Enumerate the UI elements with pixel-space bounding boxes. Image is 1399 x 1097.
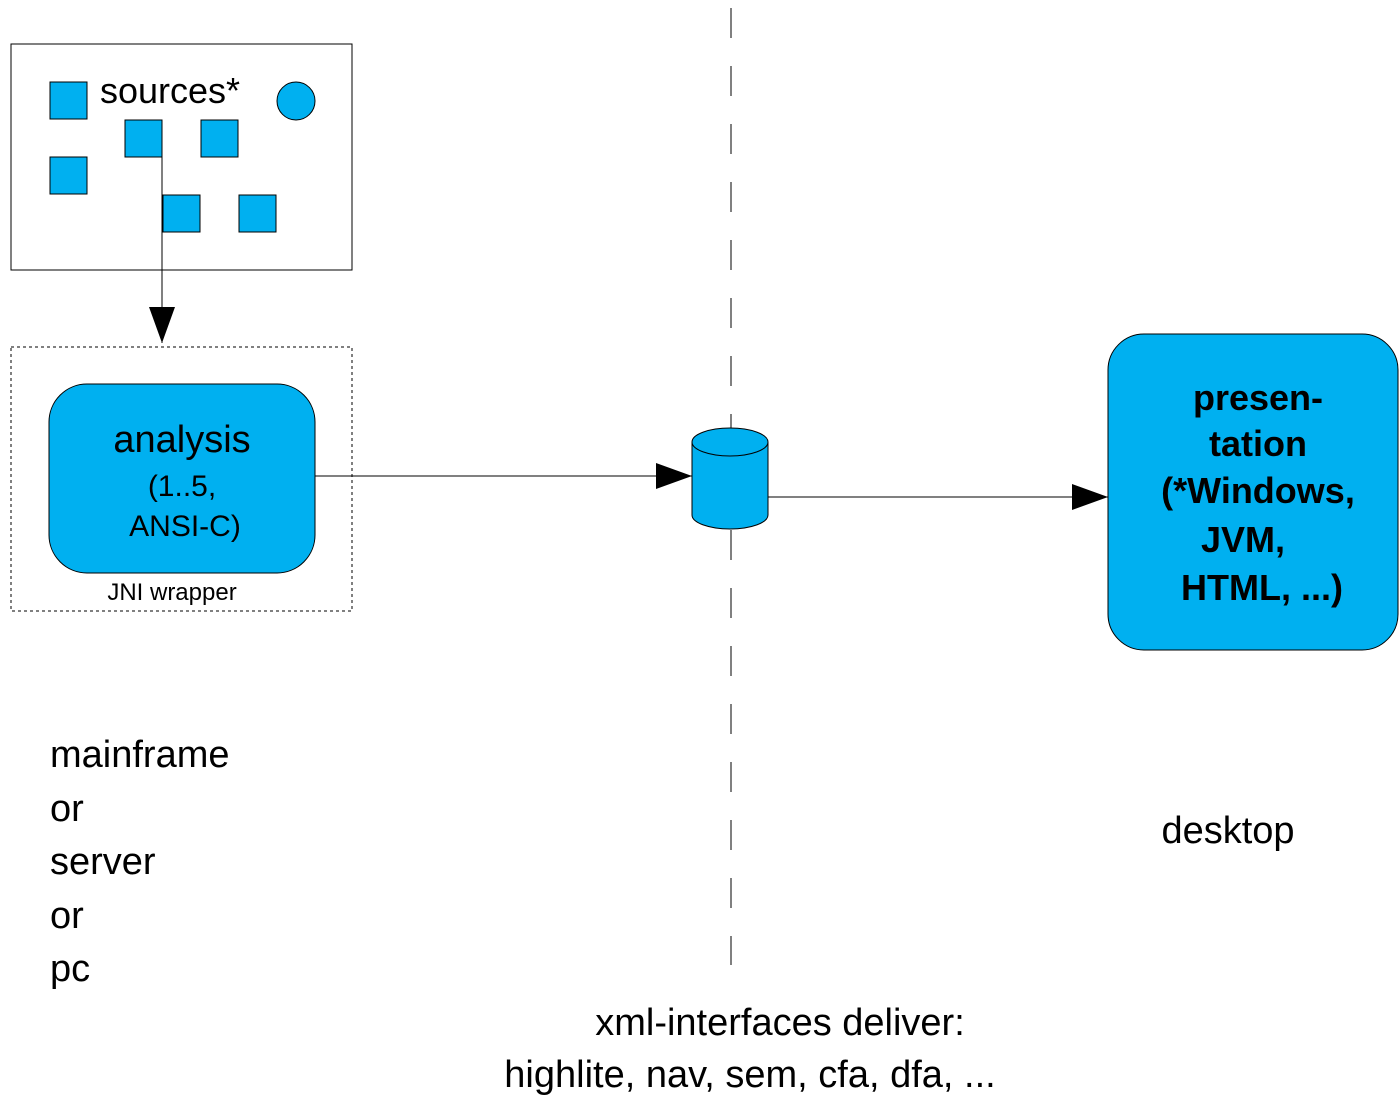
presentation-line-1: presen-	[1193, 377, 1323, 418]
jni-wrapper-box	[10, 346, 353, 612]
presentation-line-2: tation	[1209, 423, 1307, 464]
left-caption-line-5: pc	[50, 948, 90, 990]
right-caption: desktop	[1161, 810, 1294, 852]
analysis-box: analysis (1..5, ANSI-C)	[48, 383, 316, 574]
database-cylinder-icon	[691, 427, 769, 530]
analysis-line-1: (1..5,	[148, 470, 216, 503]
source-square	[238, 194, 277, 233]
source-square	[200, 119, 239, 158]
left-caption-line-3: server	[50, 841, 156, 883]
bottom-caption-line-2: highlite, nav, sem, cfa, dfa, ...	[504, 1054, 995, 1096]
source-circle	[276, 81, 316, 121]
sources-label: sources*	[100, 70, 240, 111]
analysis-line-2: ANSI-C)	[129, 510, 241, 543]
source-square	[49, 156, 88, 195]
jni-wrapper-label: JNI wrapper	[107, 579, 236, 606]
source-square	[49, 81, 88, 120]
bottom-caption-line-1: xml-interfaces deliver:	[595, 1002, 965, 1044]
presentation-line-4: JVM,	[1201, 519, 1285, 560]
left-caption-line-2: or	[50, 788, 84, 830]
left-caption-line-1: mainframe	[50, 734, 230, 776]
presentation-box: presen- tation (*Windows, JVM, HTML, ...…	[1107, 333, 1399, 651]
analysis-title: analysis	[113, 419, 250, 461]
sources-box: sources*	[10, 43, 353, 271]
source-square	[162, 194, 201, 233]
source-square	[124, 119, 163, 158]
presentation-line-3: (*Windows,	[1161, 470, 1355, 511]
left-caption: mainframe or server or pc	[50, 734, 230, 990]
presentation-line-5: HTML, ...)	[1181, 567, 1343, 608]
left-caption-line-4: or	[50, 895, 84, 937]
